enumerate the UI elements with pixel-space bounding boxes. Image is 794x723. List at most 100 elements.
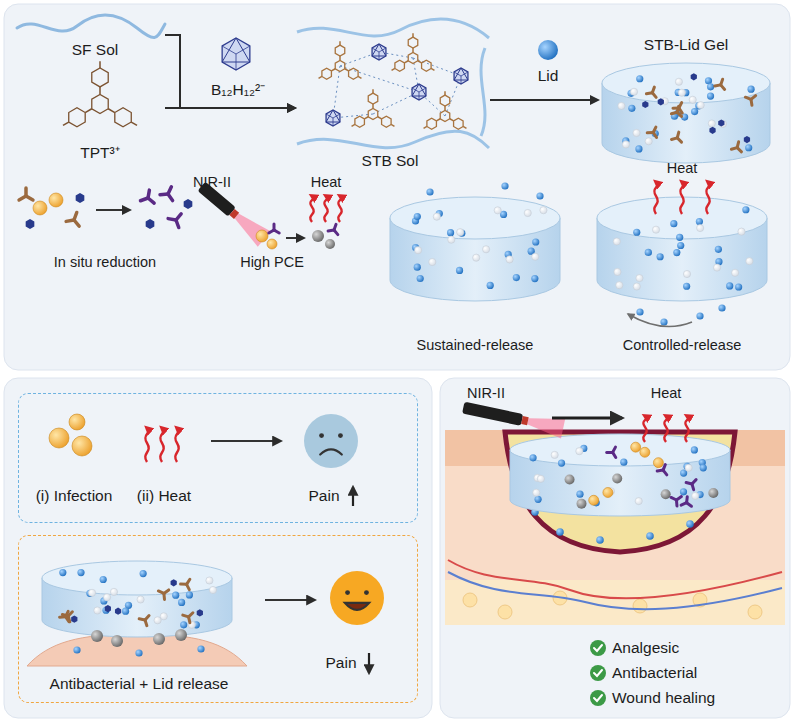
node-label: STB Sol (362, 152, 419, 170)
edge-label: B₁₂H₁₂²⁻ (211, 78, 265, 100)
face-disc (330, 571, 384, 625)
icosahedron-cluster (326, 110, 340, 126)
laser-body (462, 402, 523, 426)
bond (85, 109, 92, 113)
illustration-group (19, 38, 785, 706)
tristar-molecule (269, 224, 279, 233)
particle (646, 532, 654, 540)
arrow-line (286, 237, 304, 239)
particle (415, 247, 422, 254)
hydrogel-disc (602, 63, 770, 163)
tpt-molecule (63, 61, 137, 127)
methyl-bond (431, 68, 434, 70)
tristar-molecule (328, 224, 338, 234)
particle (122, 608, 129, 615)
fat-cell (498, 605, 512, 619)
tristar-molecule (681, 497, 691, 507)
tristar-molecule (673, 103, 682, 113)
particle (532, 253, 539, 260)
node-label: Pain (325, 654, 356, 672)
methyl-bond (463, 126, 466, 128)
gel-top (42, 561, 232, 595)
boron-cluster (658, 98, 664, 105)
boron-cluster (105, 605, 111, 612)
boron-cluster (115, 608, 121, 615)
dashed-panel-box: (i) Infection(ii) HeatPain (18, 393, 418, 523)
bond (108, 109, 115, 113)
particle (633, 129, 640, 136)
tristar-molecule (160, 187, 173, 201)
annotation-label: High PCE (240, 254, 304, 270)
tristar-arm (657, 469, 663, 473)
fat-layer (445, 580, 785, 625)
icosahedron-edge (419, 88, 426, 92)
heat-wave (654, 182, 657, 214)
tristar-arm (671, 497, 676, 500)
particle (540, 207, 547, 214)
sad-face (304, 414, 358, 468)
tristar-molecule (181, 579, 190, 589)
particle (633, 283, 640, 290)
arrow-line (96, 209, 130, 211)
tristar-molecule (183, 613, 193, 623)
edge-label: Lid (538, 67, 559, 85)
particle (653, 458, 663, 468)
particle (707, 83, 714, 90)
arrow-line (368, 653, 370, 673)
particle (696, 218, 703, 225)
nir-laser (461, 398, 565, 439)
particle (447, 229, 454, 236)
tristar-molecule (715, 79, 725, 89)
laser-beam (230, 208, 270, 246)
annotation-label: Analgesic (612, 639, 679, 657)
particle (673, 249, 680, 256)
tristar-molecule (745, 96, 755, 106)
particle (111, 635, 123, 647)
tpt-molecule (424, 91, 467, 129)
particle (738, 228, 745, 235)
tristar-molecule (671, 132, 681, 142)
methyl-bond (131, 122, 137, 125)
icosahedron-edge (379, 48, 386, 52)
bond (99, 87, 101, 95)
tristar-molecule (60, 611, 69, 621)
tristar-molecule (19, 188, 33, 200)
particle (678, 89, 685, 96)
annotation-label: Controlled-release (623, 337, 741, 353)
methyl-bond (444, 91, 446, 95)
particle (180, 621, 187, 628)
methyl-bond (372, 89, 374, 93)
particle (49, 428, 69, 448)
face-eye (338, 433, 343, 438)
icosahedron-outline (412, 84, 426, 100)
release-arrow (628, 314, 692, 327)
tristar-molecule (139, 616, 149, 626)
particle (735, 283, 742, 290)
particle (708, 488, 718, 498)
particle (691, 446, 698, 453)
gel-top (510, 434, 730, 466)
boron-cluster (76, 193, 85, 203)
particle (677, 242, 684, 249)
wound-bed (505, 432, 735, 552)
tristar-molecule (686, 480, 696, 490)
pyridinium-ring (454, 118, 464, 129)
particle (596, 536, 604, 544)
check-badge (590, 640, 606, 656)
particle (160, 613, 167, 620)
particle (645, 249, 652, 256)
pyridinium-ring (408, 37, 418, 48)
illustration-node: STB Sol (295, 18, 490, 170)
node-shape (295, 18, 490, 170)
tristar-molecule (607, 447, 616, 457)
tristar-arm (158, 591, 163, 593)
tristar-arm (60, 615, 66, 618)
particle (577, 499, 587, 509)
particle (140, 570, 147, 577)
icosahedron-edge (419, 92, 420, 100)
icosahedron-edge (326, 114, 333, 118)
methyl-bond (319, 76, 322, 78)
